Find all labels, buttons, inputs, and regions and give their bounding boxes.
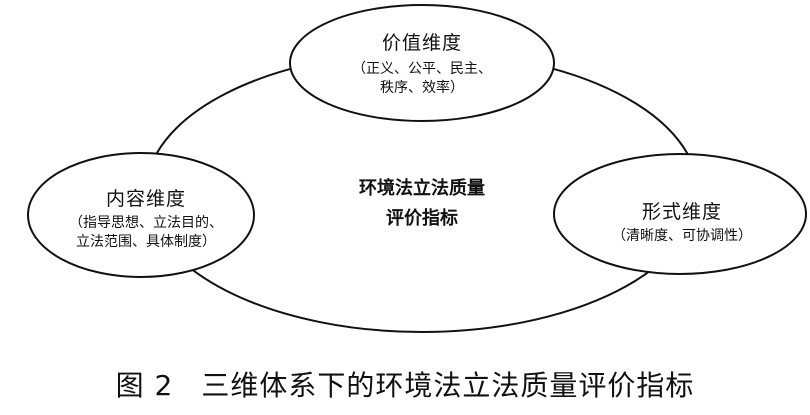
value-dimension-detail-line: 秩序、效率） xyxy=(380,80,464,96)
form-dimension-detail: （清晰度、可协调性） xyxy=(572,227,792,246)
content-dimension-title: 内容维度 xyxy=(105,188,186,210)
form-dimension-title: 形式维度 xyxy=(641,201,722,223)
value-dimension-ellipse xyxy=(289,4,555,122)
center-title-line: 评价指标 xyxy=(386,208,458,229)
form-dimension-detail-line: （清晰度、可协调性） xyxy=(612,228,752,244)
value-dimension-detail: （正义、公平、民主、 秩序、效率） xyxy=(312,60,532,98)
form-dimension-ellipse xyxy=(553,153,807,275)
content-dimension-ellipse xyxy=(27,152,255,278)
figure-number: 图 2 xyxy=(115,369,174,402)
content-dimension-detail-line: 立法范围、具体制度） xyxy=(76,234,216,250)
center-title: 环境法立法质量 评价指标 xyxy=(317,174,527,234)
figure-title: 三维体系下的环境法立法质量评价指标 xyxy=(201,369,695,402)
three-dimension-diagram xyxy=(27,4,807,333)
center-title-line: 环境法立法质量 xyxy=(359,178,485,199)
value-dimension-detail-line: （正义、公平、民主、 xyxy=(352,61,492,77)
value-dimension-title: 价值维度 xyxy=(381,32,462,54)
content-dimension-detail-line: （指导思想、立法目的、 xyxy=(69,215,223,231)
content-dimension-detail: （指导思想、立法目的、 立法范围、具体制度） xyxy=(36,214,256,252)
figure-caption: 图 2 三维体系下的环境法立法质量评价指标 xyxy=(0,364,810,404)
